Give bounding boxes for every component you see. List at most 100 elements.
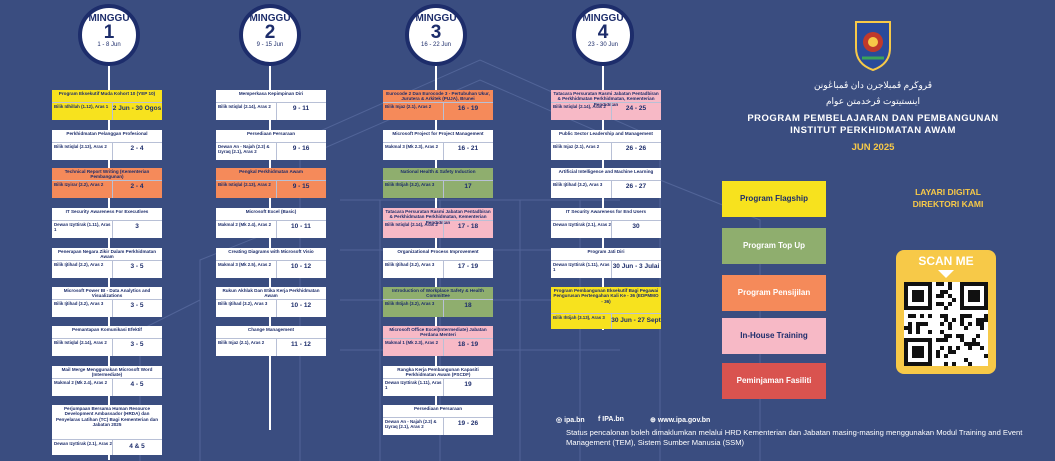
event-card[interactable]: Program Eksekutif Muda Kohort 10 (YEP 10…: [52, 90, 162, 120]
event-card[interactable]: Artificial Intelligence and Machine Lear…: [551, 168, 661, 198]
event-title: Introduction of Workplace Safety & Healt…: [392, 288, 484, 299]
event-date: 18: [464, 302, 472, 309]
event-card[interactable]: Pengkal Perkhidmatan Awam Bilik Istiqlal…: [216, 168, 326, 198]
week-timeline-line: [435, 60, 437, 430]
website-link[interactable]: ⊕ www.ipa.gov.bn: [650, 416, 710, 424]
event-column-divider: [276, 102, 277, 120]
facebook-link[interactable]: f IPA.bn: [598, 416, 624, 423]
event-title: Pemantapan Komunikasi Efektif: [72, 327, 142, 332]
week-number: 3: [430, 22, 442, 43]
event-date: 9 - 15: [292, 183, 310, 190]
event-card[interactable]: IT Security Awareness For Executives Dew…: [52, 208, 162, 238]
event-card[interactable]: Change Management Bilik Injaz (2.1), Ara…: [216, 326, 326, 356]
event-card[interactable]: Tatacara Persuratan Rasmi Jabatan Pentad…: [551, 90, 661, 120]
instagram-handle: ipa.bn: [564, 417, 585, 424]
event-title: Persediaan Persaraan: [413, 406, 462, 411]
jawi-title-2: اينستيتوت ڤرخدمتن عوام: [825, 96, 921, 106]
event-card[interactable]: Persediaan Persaraan Dewan An - Najah (2…: [216, 130, 326, 160]
event-card[interactable]: Persediaan Persaraan Dewan An - Najah (2…: [383, 405, 493, 435]
event-divider: [216, 260, 326, 261]
event-card[interactable]: Microsoft Power BI - Data Analytics and …: [52, 287, 162, 317]
event-card[interactable]: National Health & Safety Induction Bilik…: [383, 168, 493, 198]
event-card[interactable]: Perkhidmatan Pelanggan Profesional Bilik…: [52, 130, 162, 160]
in-house-training-button[interactable]: In-House Training: [722, 318, 826, 354]
event-column-divider: [443, 102, 444, 120]
event-card[interactable]: Penerapan Negara Zikir Dalam Perkhidmata…: [52, 248, 162, 278]
event-card[interactable]: Technical Report Writing (Kementerian Pe…: [52, 168, 162, 198]
scan-me-card[interactable]: SCAN ME: [896, 250, 996, 374]
event-title: Program Pembangunan Eksekutif Bagi Pegaw…: [553, 288, 659, 304]
event-title: National Health & Safety Induction: [400, 169, 476, 174]
event-column-divider: [112, 142, 113, 160]
event-card[interactable]: Rukun Akhlak Dan Etika Kerja Perkhidmata…: [216, 287, 326, 317]
event-card[interactable]: Mail Merge Menggunakan Microsoft Word (I…: [52, 366, 162, 396]
event-date: 11 - 12: [291, 341, 311, 348]
program-top-up-button[interactable]: Program Top Up: [722, 228, 826, 264]
event-venue: Dewan Izyttirak (1.11), Aras 1: [553, 262, 610, 272]
event-title: Change Management: [247, 327, 295, 332]
event-card[interactable]: Tatacara Persuratan Rasmi Jabatan Pentad…: [383, 208, 493, 238]
event-column-divider: [276, 299, 277, 317]
event-divider: [52, 102, 162, 103]
event-column-divider: [112, 378, 113, 396]
event-card[interactable]: Public Sector Leadership and Management …: [551, 130, 661, 160]
title-line-1: PROGRAM PEMBELAJARAN DAN PEMBANGUNAN: [747, 113, 999, 124]
event-divider: [216, 338, 326, 339]
event-column-divider: [443, 417, 444, 435]
event-card[interactable]: Eurocode 2 Dan Eurocode 3 - Pertubuhan U…: [383, 90, 493, 120]
event-venue: Dewan An - Najah (2.2) & Izyraq (2.1), A…: [385, 419, 437, 429]
event-date: 2 - 4: [130, 183, 144, 190]
event-card[interactable]: Program Pembangunan Eksekutif Bagi Pegaw…: [551, 287, 661, 329]
event-date: 9 - 16: [292, 145, 310, 152]
event-card[interactable]: Microsoft Excel (Basic) Makmal 2 (Mk 2.4…: [216, 208, 326, 238]
event-venue: Dewan Izyttirak (1.11), Aras 1: [54, 222, 111, 232]
event-title: Eurocode 2 Dan Eurocode 3 - Pertubuhan U…: [386, 91, 490, 102]
event-title: Memperkasa Kepimpinan Diri: [238, 91, 304, 96]
event-venue: Makmal 1 (Mk 2.3), Aras 2: [385, 340, 439, 345]
event-divider: [216, 220, 326, 221]
event-card[interactable]: Perjumpaan Bersama Human Resource Develo…: [52, 405, 162, 455]
event-column-divider: [443, 338, 444, 356]
event-card[interactable]: IT Security Awareness for End Users Dewa…: [551, 208, 661, 238]
event-card[interactable]: Introduction of Workplace Safety & Healt…: [383, 287, 493, 317]
event-venue: Bilik Ihtijah (3.2), Aras 3: [385, 301, 435, 306]
event-date: 26 - 27: [625, 183, 647, 190]
peminjaman-fasiliti-button[interactable]: Peminjaman Fasiliti: [722, 363, 826, 399]
event-card[interactable]: Program Jati Diri Dewan Izyttirak (1.11)…: [551, 248, 661, 278]
jawi-title-1: ڤروڬرم ڤمبلاجرن دان ڤمباڠونن: [813, 80, 933, 90]
event-venue: Bilik Izyirar (2.2), Aras 2: [54, 182, 104, 187]
layari-digital-label: LAYARI DIGITAL DIREKTORI KAMI: [888, 186, 1008, 210]
instagram-link[interactable]: ◎ ipa.bn: [556, 416, 585, 424]
event-card[interactable]: Rangka Kerja Pembangunan Kapasiti Perkhi…: [383, 366, 493, 396]
event-card[interactable]: Microsoft Office Excel(Intermediate) Jab…: [383, 326, 493, 356]
event-divider: [383, 220, 493, 221]
event-divider: [52, 439, 162, 440]
website-url: www.ipa.gov.bn: [657, 417, 711, 424]
event-card[interactable]: Creating Diagrams with Microsoft Visio M…: [216, 248, 326, 278]
event-title: Microsoft Project for Project Management: [392, 131, 484, 136]
event-card[interactable]: Organizational Process Improvement Bilik…: [383, 248, 493, 278]
event-card[interactable]: Memperkasa Kepimpinan Diri Bilik Istiqla…: [216, 90, 326, 120]
event-title: Rangka Kerja Pembangunan Kapasiti Perkhi…: [397, 367, 479, 378]
event-date: 10 - 12: [290, 263, 312, 270]
event-column-divider: [611, 220, 612, 238]
event-divider: [52, 142, 162, 143]
program-pensijilan-button[interactable]: Program Pensijilan: [722, 275, 826, 311]
event-divider: [383, 299, 493, 300]
facebook-handle: IPA.bn: [602, 416, 624, 423]
qr-code[interactable]: [904, 282, 988, 366]
event-date: 16 - 21: [457, 145, 479, 152]
event-column-divider: [276, 180, 277, 198]
event-card[interactable]: Pemantapan Komunikasi Efektif Bilik Isti…: [52, 326, 162, 356]
event-divider: [216, 180, 326, 181]
event-title: Pengkal Perkhidmatan Awam: [239, 169, 303, 174]
event-venue: Bilik Istiqlal (2.14), Aras 2: [385, 222, 438, 227]
event-date: 30 Jun - 3 Julai: [612, 263, 660, 270]
event-venue: Bilik Ijtihad (3.2), Aras 3: [553, 182, 603, 187]
event-card[interactable]: Microsoft Project for Project Management…: [383, 130, 493, 160]
event-title: Public Sector Leadership and Management: [559, 131, 653, 136]
event-divider: [551, 142, 661, 143]
event-title: Perjumpaan Bersama Human Resource Develo…: [55, 406, 159, 428]
program-flagship-button[interactable]: Program Flagship: [722, 181, 826, 217]
event-venue: Makmal 2 (Mk 2.4), Aras 2: [54, 380, 108, 385]
